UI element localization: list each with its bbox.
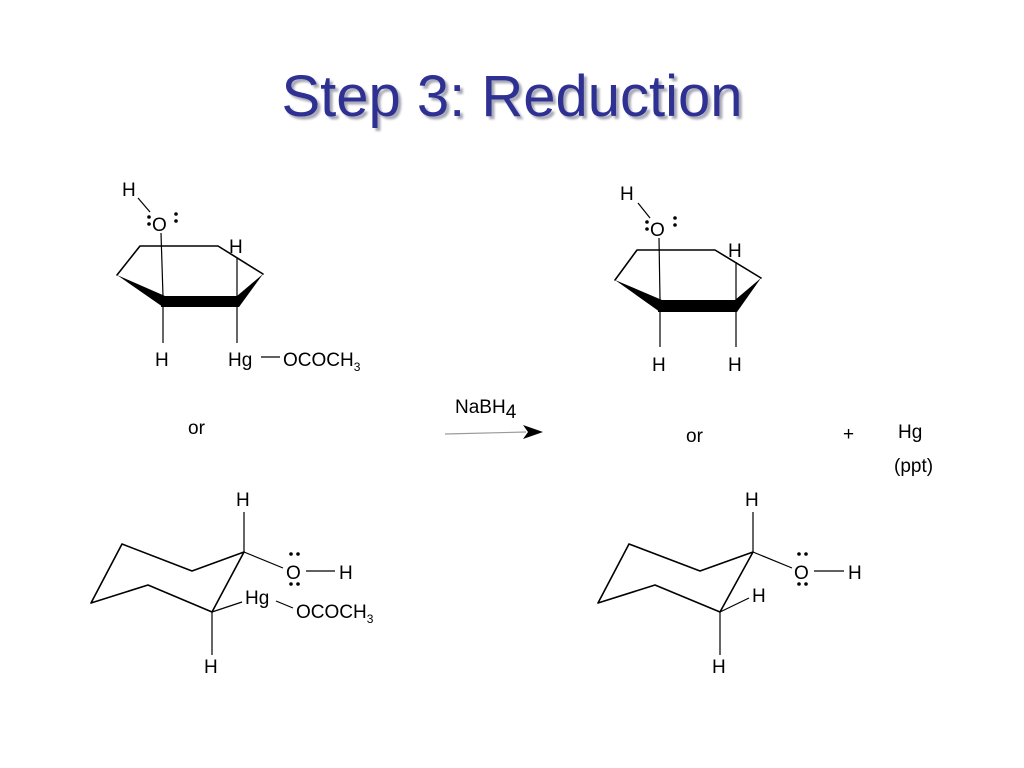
c-h-bond: [719, 597, 750, 613]
hydroxyl-h-label: H: [848, 563, 862, 584]
acetate-label: OCOCH3: [283, 350, 361, 374]
reagent-label: NaBH4: [455, 397, 517, 423]
reaction-arrow: NaBH4: [444, 397, 543, 439]
h-o-bond: [637, 202, 651, 219]
c-o-bond: [752, 551, 793, 569]
hydroxyl-h-label: H: [122, 180, 136, 201]
reagent-main: NaBH: [455, 397, 506, 418]
mercury-label: Hg: [245, 588, 269, 609]
product-chair-structure: H O H H H: [597, 490, 862, 678]
slide-title: Step 3: Reduction: [281, 64, 743, 129]
chair-ring-bonds: [90, 543, 245, 613]
acetate-label: OCOCH3: [296, 602, 374, 626]
product-or-separator: or: [686, 426, 704, 447]
ring-h-lower-left-label: H: [652, 355, 666, 376]
wedge-bond: [615, 280, 662, 312]
mercury-byproduct-label: Hg: [898, 422, 922, 443]
top-h-label: H: [236, 490, 250, 511]
hydroxyl-h-label: H: [339, 563, 353, 584]
lone-pair-dots: [645, 216, 677, 231]
inner-h-label: H: [752, 586, 766, 607]
c-o-bond: [243, 551, 284, 569]
reactant-chair-structure: H O H Hg OCOCH3 H: [90, 490, 374, 678]
c-o-bond: [160, 232, 164, 297]
bottom-h-label: H: [712, 657, 726, 678]
ring-h-lower-label: H: [155, 350, 169, 371]
arrow-head: [523, 425, 543, 439]
acetate-subscript: 3: [367, 612, 374, 626]
acetate-main: OCOCH: [296, 602, 367, 623]
ring-bond: [614, 249, 762, 281]
plus-sign: +: [843, 424, 854, 445]
ring-h-lower-right-label: H: [728, 355, 742, 376]
product-haworth-bonds: [614, 202, 762, 347]
acetate-main: OCOCH: [283, 350, 354, 371]
bold-bond: [161, 296, 239, 307]
product-haworth-structure: H O H H H: [614, 184, 762, 376]
reactant-haworth-structure: H O H H Hg OCOCH3: [116, 180, 361, 374]
bottom-h-label: H: [204, 657, 218, 678]
reactant-or-separator: or: [188, 418, 206, 439]
ring-h-upper-label: H: [728, 241, 742, 262]
arrow-shaft: [444, 431, 527, 435]
hydroxyl-h-label: H: [620, 184, 634, 205]
ring-bond: [116, 245, 264, 276]
reactant-haworth-bonds: [116, 197, 280, 358]
oxygen-label: O: [650, 220, 665, 241]
lone-pair-dots: [797, 552, 808, 586]
lone-pair-dots: [147, 212, 178, 226]
acetate-subscript: 3: [354, 360, 361, 374]
wedge-bond: [117, 275, 165, 307]
precipitate-note: (ppt): [894, 456, 933, 477]
c-hg-bond: [211, 601, 243, 613]
hg-o-bond: [275, 600, 294, 609]
wedge-bond: [237, 274, 263, 307]
reagent-subscript: 4: [506, 402, 517, 423]
mercury-label: Hg: [228, 350, 252, 371]
c-o-bond: [658, 237, 661, 301]
oxygen-label: O: [152, 215, 167, 236]
wedge-bond: [735, 278, 761, 312]
h-o-bond: [137, 197, 151, 213]
ring-h-upper-label: H: [229, 237, 243, 258]
oxygen-label: O: [794, 563, 809, 584]
bold-bond: [658, 300, 737, 312]
lone-pair-dots: [289, 552, 300, 586]
oxygen-label: O: [286, 563, 301, 584]
top-h-label: H: [745, 490, 759, 511]
chair-ring-bonds: [597, 543, 754, 613]
